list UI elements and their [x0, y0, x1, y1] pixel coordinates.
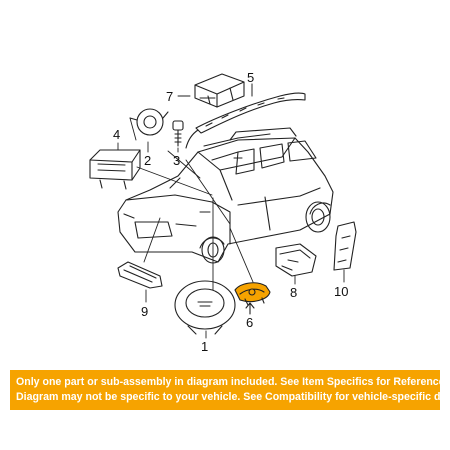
callout-7: 7 — [166, 89, 173, 104]
notice-line-2: Diagram may not be specific to your vehi… — [16, 391, 440, 403]
callout-pointers — [117, 83, 345, 339]
part-3-bolt[interactable] — [172, 120, 184, 147]
notice-banner: Only one part or sub-assembly in diagram… — [10, 370, 440, 410]
part-2-clockspring[interactable] — [129, 108, 169, 136]
callout-6: 6 — [246, 315, 253, 330]
callout-3: 3 — [173, 153, 180, 168]
callout-4: 4 — [113, 127, 120, 142]
notice-line-1: Only one part or sub-assembly in diagram… — [16, 376, 440, 388]
callout-10: 10 — [334, 284, 348, 299]
part-6-sensor-highlighted[interactable] — [234, 282, 271, 306]
part-6-arrow — [245, 302, 255, 315]
part-5-curtain-airbag[interactable] — [185, 92, 306, 149]
callout-5: 5 — [247, 70, 254, 85]
part-9-rail[interactable] — [117, 261, 163, 289]
part-1-driver-airbag[interactable] — [174, 280, 236, 335]
callout-1: 1 — [201, 339, 208, 354]
callout-2: 2 — [144, 153, 151, 168]
vehicle-jeep — [117, 127, 334, 264]
part-7-module[interactable] — [194, 73, 245, 108]
part-4-passenger-airbag[interactable] — [89, 149, 141, 190]
part-10-bracket[interactable] — [333, 221, 357, 271]
callout-9: 9 — [141, 304, 148, 319]
callout-8: 8 — [290, 285, 297, 300]
part-8-module[interactable] — [275, 243, 317, 277]
leader-lines — [129, 83, 254, 291]
callout-numbers: 7 5 4 2 3 1 6 8 9 10 — [113, 70, 348, 354]
